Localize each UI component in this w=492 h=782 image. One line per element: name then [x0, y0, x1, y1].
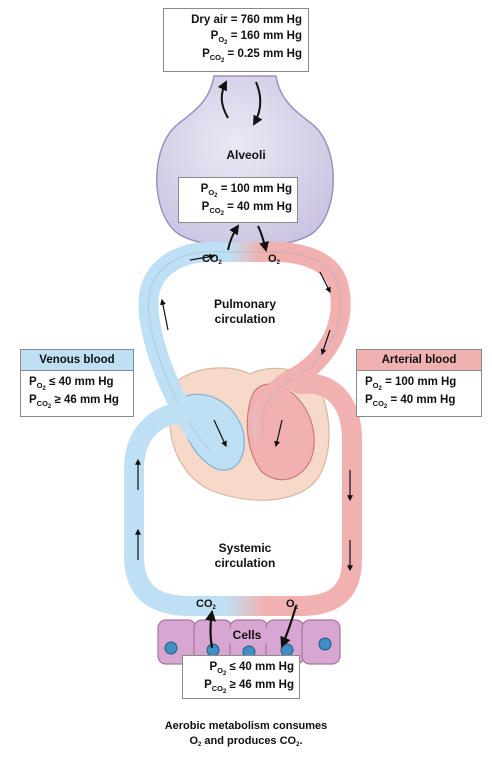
cells-box: PO2 ≤ 40 mm Hg PCO2 ≥ 46 mm Hg	[182, 655, 300, 699]
flow-arrow	[274, 419, 283, 448]
dry-air-line: Dry air = 760 mm Hg	[191, 14, 302, 26]
flow-arrow	[319, 271, 331, 294]
co2-from-cells-arrow	[205, 609, 216, 649]
venous-pco2-line: PCO2 ≥ 46 mm Hg	[29, 394, 119, 410]
pulmonary-vessel	[138, 241, 351, 460]
pulmonary-o2-label: O2	[268, 253, 280, 266]
caption-line-1: Aerobic metabolism consumes	[164, 720, 328, 732]
alv-pco2-line: PCO2 = 40 mm Hg	[201, 201, 292, 217]
cells-label: Cells	[222, 628, 272, 643]
o2-to-cells-arrow	[280, 605, 298, 649]
arterial-blood-box: Arterial blood PO2 = 100 mm Hg PCO2 = 40…	[356, 349, 482, 417]
arterial-title: Arterial blood	[357, 350, 481, 371]
alveoli-label: Alveoli	[226, 148, 266, 162]
venous-blood-box: Venous blood PO2 ≤ 40 mm Hg PCO2 ≥ 46 mm…	[20, 349, 134, 417]
atm-po2-line: PO2 = 160 mm Hg	[210, 30, 302, 46]
metabolism-caption: Aerobic metabolism consumes O2 and produ…	[110, 719, 382, 751]
flow-arrow	[159, 298, 169, 331]
o2-to-blood-arrow	[257, 225, 269, 252]
cells-row	[157, 619, 341, 665]
inhale-arrow	[253, 81, 263, 126]
arterial-po2-line: PO2 = 100 mm Hg	[365, 376, 457, 392]
flow-arrow	[189, 253, 216, 261]
cells-po2-line: PO2 ≤ 40 mm Hg	[209, 661, 294, 677]
pulmonary-co2-label: CO2	[202, 253, 222, 266]
flow-arrow	[213, 419, 227, 448]
alv-po2-line: PO2 = 100 mm Hg	[200, 183, 292, 199]
systemic-o2-label: O2	[286, 598, 298, 611]
venous-po2-line: PO2 ≤ 40 mm Hg	[29, 376, 114, 392]
atm-pco2-line: PCO2 = 0.25 mm Hg	[202, 48, 302, 64]
caption-line-2: O2 and produces CO2.	[189, 735, 303, 748]
co2-to-alveoli-arrow	[227, 224, 240, 251]
systemic-co2-label: CO2	[196, 598, 216, 611]
exhale-arrow	[217, 80, 229, 119]
arterial-pco2-line: PCO2 = 40 mm Hg	[365, 394, 456, 410]
venous-title: Venous blood	[21, 350, 133, 371]
pulmonary-circulation-label: Pulmonary circulation	[213, 297, 276, 326]
flow-arrow	[320, 329, 331, 356]
systemic-vessel	[124, 373, 362, 616]
systemic-circulation-label: Systemic circulation	[214, 541, 276, 570]
atmosphere-box: Dry air = 760 mm Hg PO2 = 160 mm Hg PCO2…	[163, 8, 309, 72]
cells-pco2-line: PCO2 ≥ 46 mm Hg	[204, 679, 294, 695]
alveoli-box: PO2 = 100 mm Hg PCO2 = 40 mm Hg	[178, 177, 298, 223]
